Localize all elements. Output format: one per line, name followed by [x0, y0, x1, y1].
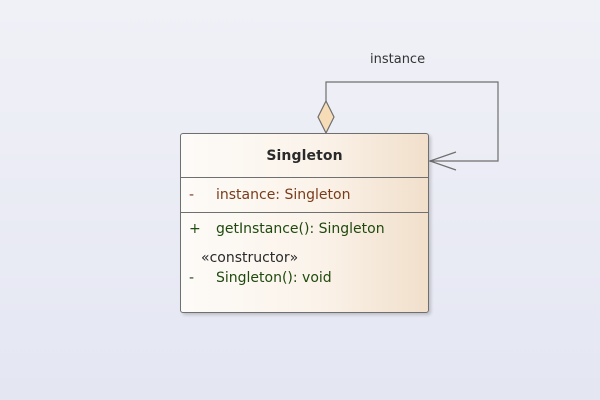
class-header: Singleton	[181, 134, 428, 178]
class-name: Singleton	[266, 147, 343, 164]
constructor-stereotype: «constructor»	[201, 250, 299, 266]
visibility-marker: +	[189, 221, 201, 237]
visibility-marker: -	[189, 187, 195, 203]
attribute-text: instance: Singleton	[216, 187, 351, 203]
association-label: instance	[370, 52, 426, 67]
aggregation-diamond-icon	[317, 99, 335, 135]
constructor-text: Singleton(): void	[216, 270, 332, 286]
operation-text: getInstance(): Singleton	[216, 221, 385, 237]
attributes-compartment: - instance: Singleton	[181, 178, 428, 213]
association-line[interactable]	[325, 81, 499, 162]
singleton-class-box[interactable]: Singleton - instance: Singleton + getIns…	[180, 133, 429, 313]
operations-compartment: + getInstance(): Singleton «constructor»…	[181, 213, 428, 312]
navigability-arrow-icon	[428, 151, 457, 171]
visibility-marker: -	[189, 270, 195, 286]
